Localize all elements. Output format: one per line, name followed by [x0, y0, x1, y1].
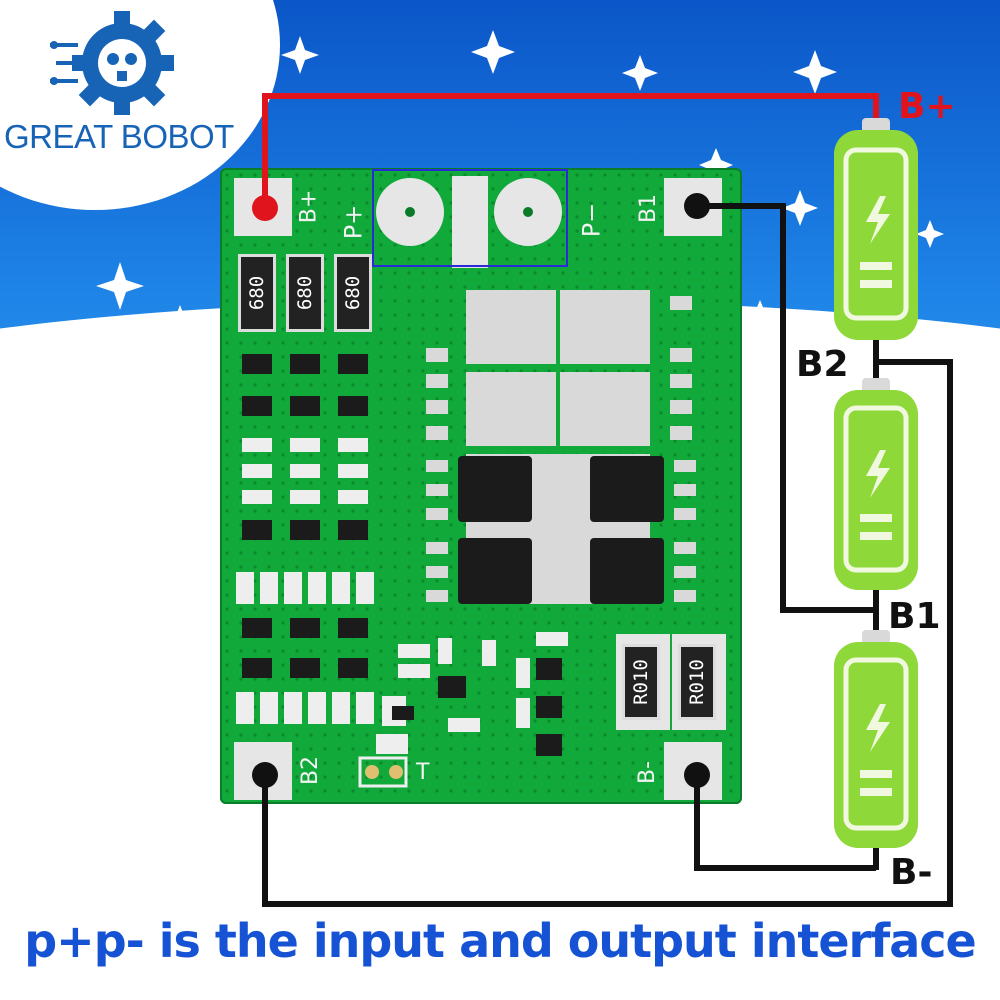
sparkle-icon: [916, 220, 944, 248]
resistor-r010: R010: [622, 644, 660, 720]
bms-pcb-board: B+ P+ P− B1 B2 B- T 680 680 680 R010 R01…: [220, 168, 742, 804]
connection-dot-b1: [684, 193, 710, 219]
battery-cell-1: [834, 118, 918, 340]
ic-chip: [438, 676, 466, 698]
brand-name: GREAT BOBOT: [4, 118, 234, 155]
wire-b1: [697, 203, 876, 613]
mosfet-chip: [590, 456, 664, 522]
sparkle-icon: [622, 55, 658, 91]
wire-b2: [262, 359, 953, 907]
sparkle-icon: [162, 305, 198, 341]
sparkle-icon: [743, 300, 777, 334]
sparkle-icon: [782, 190, 818, 226]
sparkle-icon: [471, 30, 515, 74]
sparkle-icon: [699, 148, 733, 182]
sparkle-icon: [793, 50, 837, 94]
label-b2: B2: [796, 344, 849, 385]
resistor-r010: R010: [678, 644, 716, 720]
resistor-680: 680: [286, 254, 324, 332]
wire-b-minus: [694, 775, 876, 871]
ic-chip: [536, 696, 562, 718]
resistor-680: 680: [334, 254, 372, 332]
lightning-icon: [866, 704, 890, 752]
brand-logo: GREAT BOBOT: [0, 0, 240, 170]
wire-b-plus: [262, 93, 879, 208]
gear-robot-logo-icon: [50, 11, 174, 115]
label-b1: B1: [888, 596, 941, 637]
sparkle-icon: [281, 36, 319, 74]
mosfet-chip: [590, 538, 664, 604]
label-b-plus: B+: [898, 86, 956, 127]
battery-cell-2: [834, 378, 918, 590]
ic-chip: [536, 734, 562, 756]
sparkle-icon: [940, 372, 976, 408]
lightning-icon: [866, 196, 890, 244]
mosfet-chip: [458, 538, 532, 604]
connection-dot-b2: [252, 762, 278, 788]
battery-cell-3: [834, 630, 918, 848]
silk-t: T: [416, 760, 430, 785]
label-b-minus: B-: [890, 852, 933, 893]
resistor-680: 680: [238, 254, 276, 332]
sparkles-decoration: [0, 0, 1000, 560]
ic-chip: [536, 658, 562, 680]
mosfet-chip: [458, 456, 532, 522]
sparkle-icon: [96, 262, 144, 310]
lightning-icon: [866, 450, 890, 498]
caption-text: p+p- is the input and output interface: [24, 914, 976, 968]
io-highlight-box: [372, 169, 568, 267]
sparkle-icon: [56, 335, 84, 363]
connection-dot-b-plus: [252, 195, 278, 221]
connection-dot-b-minus: [684, 762, 710, 788]
